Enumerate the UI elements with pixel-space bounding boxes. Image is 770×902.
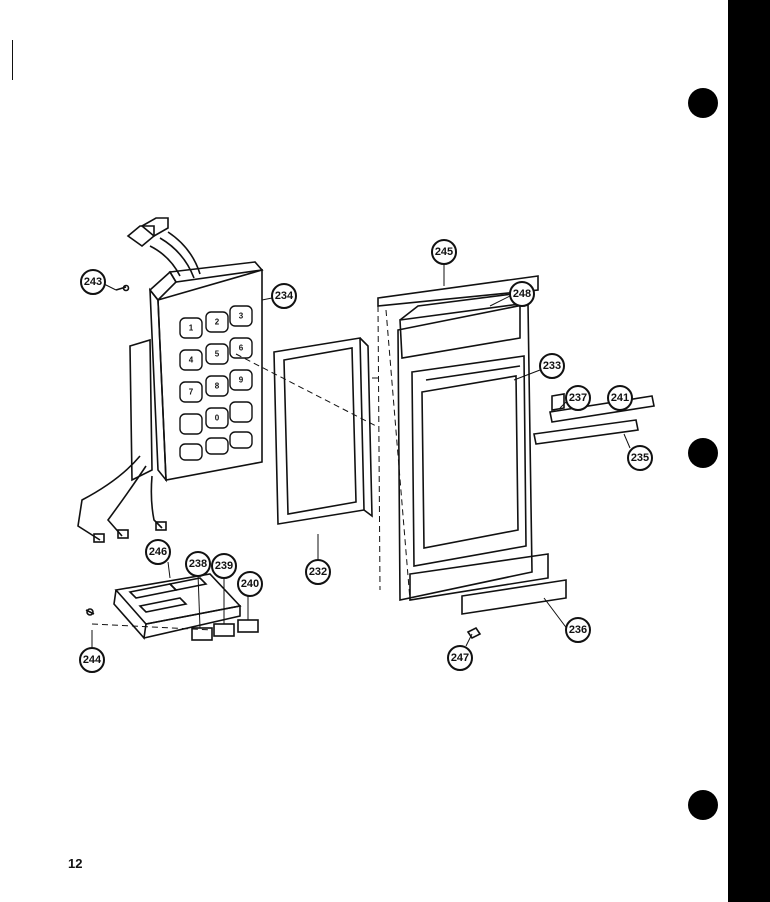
- screw-243: [115, 284, 130, 292]
- leader-lines: [91, 262, 631, 648]
- svg-text:4: 4: [189, 356, 194, 365]
- door-panel: [377, 275, 549, 601]
- callout-246: 246: [145, 539, 171, 565]
- keypad-key-8: 8: [205, 375, 229, 397]
- terminal-board: [113, 573, 259, 641]
- screw-244: [85, 608, 95, 616]
- svg-text:233: 233: [543, 360, 561, 372]
- left-margin-mark: [12, 40, 13, 80]
- callout-241: 241: [607, 385, 633, 411]
- svg-text:246: 246: [149, 546, 167, 558]
- keypad-key-bottom-right: [229, 431, 253, 449]
- callout-243: 243: [80, 269, 106, 295]
- svg-text:5: 5: [215, 350, 220, 359]
- callout-235: 235: [627, 445, 653, 471]
- callout-233: 233: [539, 353, 565, 379]
- door-gasket: [273, 337, 373, 525]
- svg-text:248: 248: [513, 288, 531, 300]
- callout-248: 248: [509, 281, 535, 307]
- svg-text:244: 244: [83, 654, 102, 666]
- keypad-key-4: 4: [179, 349, 203, 371]
- callout-236: 236: [565, 617, 591, 643]
- callout-245: 245: [431, 239, 457, 265]
- keypad: 1 2 3 4 5 6 7 8 9 0: [179, 305, 253, 461]
- callout-232: 232: [305, 559, 331, 585]
- svg-text:238: 238: [189, 558, 207, 570]
- callout-238: 238: [185, 551, 211, 577]
- callout-244: 244: [79, 647, 105, 673]
- svg-text:234: 234: [275, 290, 294, 302]
- keypad-key-bottom-mid: [205, 437, 229, 455]
- svg-text:2: 2: [215, 318, 220, 327]
- svg-text:241: 241: [611, 392, 629, 404]
- binder-hole-top: [688, 88, 718, 118]
- svg-text:239: 239: [215, 560, 233, 572]
- svg-text:7: 7: [189, 388, 194, 397]
- svg-text:3: 3: [239, 312, 244, 321]
- svg-text:243: 243: [84, 276, 102, 288]
- callout-247: 247: [447, 645, 473, 671]
- svg-text:9: 9: [239, 376, 244, 385]
- wire-connector: [126, 217, 201, 279]
- alignment-lines: [91, 305, 411, 631]
- page-number: 12: [68, 856, 83, 871]
- svg-text:237: 237: [569, 392, 587, 404]
- keypad-key-7: 7: [179, 381, 203, 403]
- keypad-key-1: 1: [179, 317, 203, 339]
- keypad-key-6: 6: [229, 337, 253, 359]
- svg-text:0: 0: [215, 414, 220, 423]
- svg-text:8: 8: [215, 382, 220, 391]
- svg-text:232: 232: [309, 566, 327, 578]
- binder-edge: [728, 0, 770, 902]
- svg-text:1: 1: [189, 324, 194, 333]
- keypad-key-blank-right: [229, 401, 253, 423]
- control-panel-board: [129, 261, 264, 483]
- keypad-key-9: 9: [229, 369, 253, 391]
- binder-hole-bottom: [688, 790, 718, 820]
- keypad-key-2: 2: [205, 311, 229, 333]
- callout-234: 234: [271, 283, 297, 309]
- callout-240: 240: [237, 571, 263, 597]
- callout-237: 237: [565, 385, 591, 411]
- panel-wire-leads: [77, 455, 167, 543]
- svg-text:236: 236: [569, 624, 587, 636]
- keypad-key-blank-left: [179, 413, 203, 435]
- binder-hole-middle: [688, 438, 718, 468]
- keypad-key-5: 5: [205, 343, 229, 365]
- keypad-key-0: 0: [205, 407, 229, 429]
- svg-text:235: 235: [631, 452, 649, 464]
- svg-text:6: 6: [239, 344, 244, 353]
- callout-239: 239: [211, 553, 237, 579]
- keypad-key-3: 3: [229, 305, 253, 327]
- svg-text:240: 240: [241, 578, 259, 590]
- svg-text:245: 245: [435, 246, 453, 258]
- keypad-key-bottom-left: [179, 443, 203, 461]
- svg-text:247: 247: [451, 652, 469, 664]
- screw-247: [466, 626, 482, 640]
